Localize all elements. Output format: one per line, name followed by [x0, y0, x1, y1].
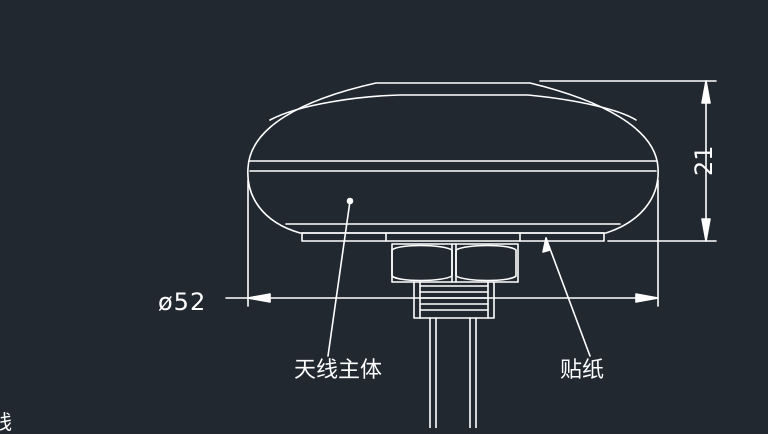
dome-top-groove: [269, 94, 637, 121]
leader-antenna-body: [327, 197, 354, 357]
base-inner-line: [385, 232, 521, 242]
diameter-dimension: [225, 179, 659, 307]
threaded-stem: [413, 281, 495, 319]
leader-sticker: [542, 237, 591, 357]
base-plate: [301, 232, 605, 242]
hex-nut: [391, 243, 519, 283]
label-cable-partial: 线: [0, 410, 12, 434]
label-antenna-body: 天线主体: [294, 358, 383, 383]
height-value: 21: [690, 145, 718, 176]
label-sticker: 贴纸: [560, 358, 605, 383]
diameter-value: ø52: [158, 288, 207, 316]
height-dimension: [539, 80, 717, 242]
cable: [429, 317, 477, 428]
antenna-dome-outline: [247, 82, 659, 234]
